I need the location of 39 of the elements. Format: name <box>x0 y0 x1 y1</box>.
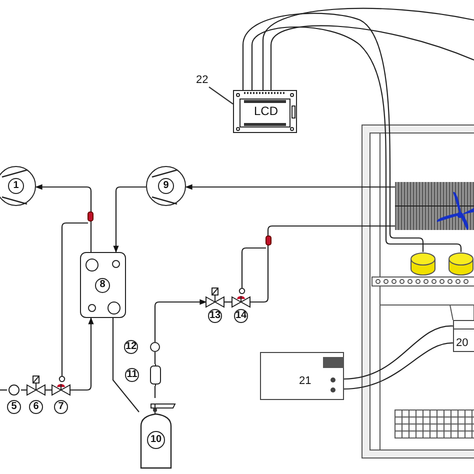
callout-number: 11 <box>125 368 139 382</box>
heat-exchanger-block <box>80 252 126 318</box>
callout-number: 13 <box>208 309 222 323</box>
pipe-arrow <box>154 299 207 342</box>
callout-number: 5 <box>7 400 21 414</box>
pipe-line <box>241 247 266 288</box>
pipe-arrow <box>185 184 395 190</box>
callout-number: 22 <box>196 74 208 86</box>
pipe-line <box>250 225 395 303</box>
pipe-line <box>61 222 88 376</box>
callout-number: 8 <box>95 278 110 293</box>
pipe-line <box>0 389 7 391</box>
callout-number: 6 <box>29 400 43 414</box>
pipe-line <box>154 352 156 364</box>
callout-number: 14 <box>234 309 248 323</box>
pipe-line <box>154 386 156 398</box>
leader-line <box>208 86 234 104</box>
callout-number: 12 <box>124 340 138 354</box>
callout-number: 7 <box>54 400 68 414</box>
pipe-arrow <box>70 317 94 391</box>
pipe-arrow <box>113 186 146 253</box>
compressor-symbol <box>0 166 36 206</box>
wire <box>344 342 454 390</box>
lcd-module <box>233 90 297 133</box>
pipe-arrow <box>35 184 92 252</box>
pipe-line <box>112 318 140 412</box>
wire <box>270 25 474 90</box>
lamp-box <box>453 320 474 352</box>
wire <box>262 8 474 90</box>
callout-number: 9 <box>158 178 174 194</box>
wire <box>251 26 462 252</box>
callout-number: 20 <box>456 337 468 349</box>
power-supply-box <box>260 352 344 400</box>
callout-number: 1 <box>8 178 24 194</box>
display-label: LCD <box>254 104 278 118</box>
compressor-symbol <box>146 166 186 206</box>
wire <box>344 325 454 380</box>
callout-number: 21 <box>299 375 312 387</box>
wire <box>242 12 424 252</box>
